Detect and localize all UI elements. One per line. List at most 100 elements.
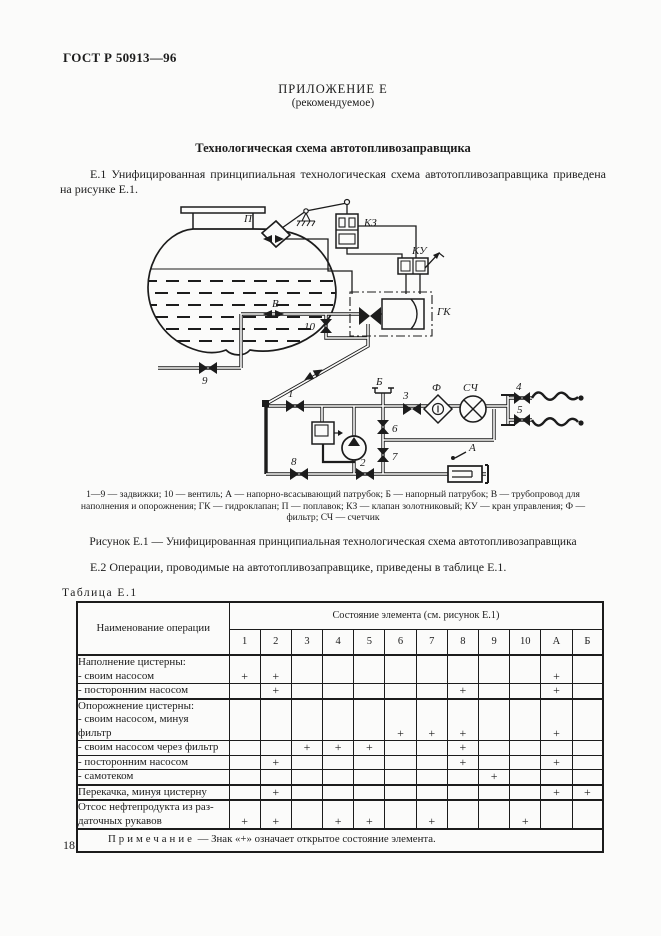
empty-cell <box>228 740 261 756</box>
plus-mark: + <box>322 740 355 756</box>
element-column-header: 9 <box>477 629 511 656</box>
valve-4 <box>514 392 530 404</box>
empty-cell <box>477 799 511 830</box>
dispensing-hoses <box>530 391 584 427</box>
empty-cell <box>290 654 324 684</box>
counter <box>459 395 487 423</box>
empty-cell <box>290 697 324 741</box>
label-2: 2 <box>360 457 366 469</box>
element-column-header: 2 <box>259 629 292 656</box>
label-5: 5 <box>517 404 523 416</box>
empty-cell <box>290 683 324 699</box>
operation-label: - посторонним насосом <box>76 754 230 770</box>
empty-cell <box>571 697 604 741</box>
empty-cell <box>477 683 511 699</box>
empty-cell <box>353 683 386 699</box>
element-column-header: 6 <box>384 629 417 656</box>
empty-cell <box>228 683 261 699</box>
label-f: Ф <box>432 382 441 394</box>
empty-cell <box>353 754 386 770</box>
empty-cell <box>384 740 417 756</box>
operation-label: Перекачка, минуя цистерну <box>76 783 230 801</box>
label-gk: ГК <box>436 306 451 318</box>
empty-cell <box>509 654 542 684</box>
empty-cell <box>540 740 573 756</box>
empty-cell <box>446 783 480 801</box>
plus-mark: + <box>540 683 573 699</box>
empty-cell <box>477 783 511 801</box>
operation-label: Опорожнение цистерны: - своим насосом, м… <box>76 697 230 741</box>
label-7: 7 <box>392 451 398 463</box>
label-kz: КЗ <box>363 217 377 229</box>
empty-cell <box>509 783 542 801</box>
tank-hatch <box>180 206 266 229</box>
schematic-figure: П КЗ КУ ГК В Б Ф СЧ А 1 2 3 4 5 6 7 8 9 … <box>147 198 584 484</box>
pump <box>341 435 367 461</box>
empty-cell <box>509 754 542 770</box>
label-1: 1 <box>288 388 294 400</box>
element-column-header: 5 <box>353 629 386 656</box>
plus-mark: + <box>415 697 448 741</box>
element-column-header: 3 <box>290 629 324 656</box>
plus-mark: + <box>353 799 386 830</box>
operation-label: - посторонним насосом <box>76 683 230 699</box>
plus-mark: + <box>259 799 292 830</box>
label-a: А <box>468 442 476 454</box>
pump-assembly <box>311 421 367 461</box>
table-row: - своим насосом через фильтр++++ <box>76 740 604 756</box>
plus-mark: + <box>259 754 292 770</box>
element-column-header: 4 <box>322 629 355 656</box>
valve-3 <box>403 403 421 415</box>
empty-cell <box>290 769 324 785</box>
label-ku: КУ <box>411 245 428 257</box>
figure-legend: 1—9 — задвижки; 10 — вентиль; А — напорн… <box>80 489 586 524</box>
empty-cell <box>415 654 448 684</box>
plus-mark: + <box>540 654 573 684</box>
empty-cell <box>353 697 386 741</box>
operation-label: - самотеком <box>76 769 230 785</box>
empty-cell <box>259 740 292 756</box>
empty-cell <box>446 799 480 830</box>
empty-cell <box>259 769 292 785</box>
empty-cell <box>477 740 511 756</box>
plus-mark: + <box>571 783 604 801</box>
empty-cell <box>322 769 355 785</box>
plus-mark: + <box>540 697 573 741</box>
empty-cell <box>322 783 355 801</box>
page-number: 18 <box>63 838 75 852</box>
plus-mark: + <box>540 754 573 770</box>
empty-cell <box>509 740 542 756</box>
gate-valves <box>199 319 530 480</box>
label-4: 4 <box>516 381 522 393</box>
empty-cell <box>290 754 324 770</box>
standard-number: ГОСТ Р 50913—96 <box>63 50 177 65</box>
empty-cell <box>228 783 261 801</box>
appendix-title: ПРИЛОЖЕНИЕ Е <box>278 82 388 96</box>
table-row: - самотеком + <box>76 769 604 785</box>
suction-connector <box>447 451 489 484</box>
table-header-row: Наименование операции Состояние элемента… <box>76 601 604 656</box>
plus-mark: + <box>446 683 480 699</box>
empty-cell <box>384 683 417 699</box>
table-row: Наполнение цистерны: - своим насосом+++ <box>76 654 604 684</box>
control-lines <box>281 202 421 464</box>
element-column-header: 8 <box>446 629 480 656</box>
plus-mark: + <box>228 654 261 684</box>
empty-cell <box>290 783 324 801</box>
check-valve <box>359 307 370 325</box>
empty-cell <box>540 799 573 830</box>
table-row: Опорожнение цистерны: - своим насосом, м… <box>76 697 604 741</box>
empty-cell <box>353 783 386 801</box>
empty-cell <box>228 754 261 770</box>
plus-mark: + <box>477 769 511 785</box>
ku-valve <box>397 252 445 275</box>
valve-1 <box>286 400 304 412</box>
filter <box>422 393 454 425</box>
figure-caption: Рисунок Е.1 — Унифицированная принципиал… <box>89 536 577 548</box>
operation-label: Наполнение цистерны: - своим насосом <box>76 654 230 684</box>
appendix-heading: Технологическая схема автотопливозаправщ… <box>195 141 471 155</box>
plus-mark: + <box>509 799 542 830</box>
note-text: — Знак «+» означает открытое состояние э… <box>197 833 436 845</box>
empty-cell <box>571 769 604 785</box>
